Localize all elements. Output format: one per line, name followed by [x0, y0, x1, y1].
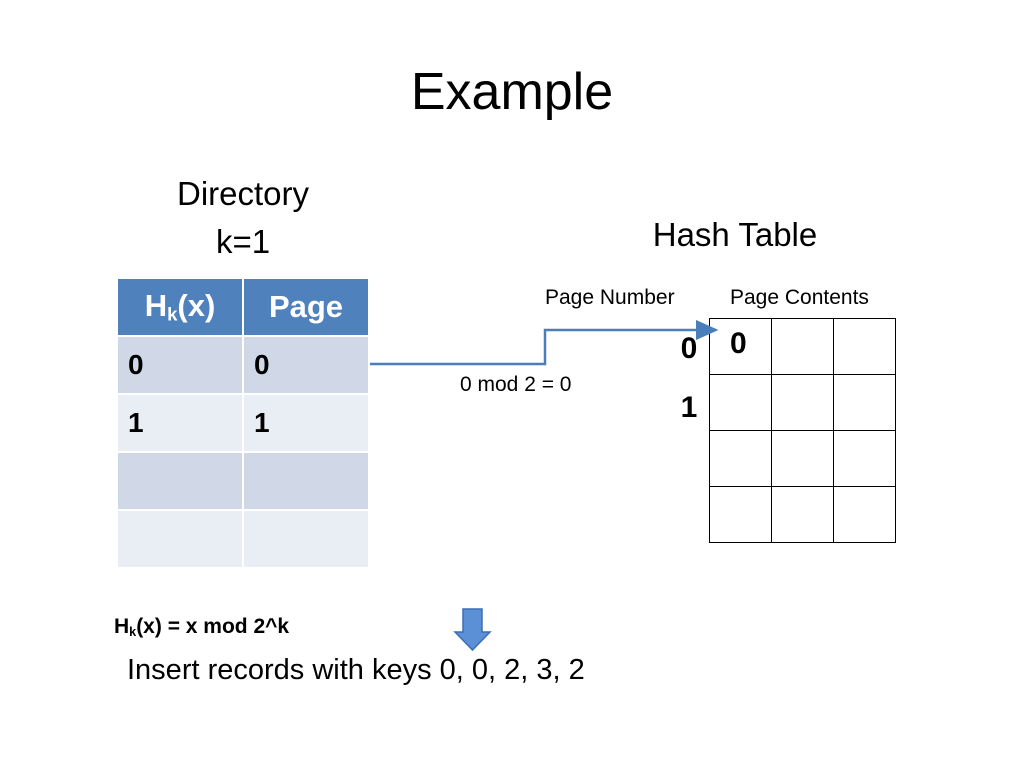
page-row: [709, 430, 896, 487]
table-row: 0 0: [116, 335, 370, 395]
page-number-label: Page Number: [545, 286, 675, 309]
page-row: 0: [709, 318, 896, 375]
page-cell: [242, 451, 370, 511]
page-column-header: Page: [242, 277, 370, 337]
hash-table-label: Hash Table: [652, 216, 818, 253]
directory-k-value: k=1: [215, 223, 271, 260]
table-row: [116, 451, 370, 511]
page-number-0: 0: [680, 332, 698, 365]
page-row: [709, 374, 896, 431]
page-cell: [771, 486, 834, 543]
slide-title: Example: [410, 63, 614, 121]
page-cell: [833, 430, 896, 487]
directory-label: Directory k=1: [143, 170, 343, 266]
hash-column-header: Hk(x): [116, 277, 244, 337]
insert-instruction: Insert records with keys 0, 0, 2, 3, 2: [127, 654, 585, 686]
page-row: [709, 486, 896, 543]
directory-header-row: Hk(x) Page: [116, 277, 370, 337]
mod-calculation-label: 0 mod 2 = 0: [460, 373, 572, 396]
page-cell: [833, 374, 896, 431]
hash-cell: 0: [116, 335, 244, 395]
hash-table-grid: 0: [709, 318, 896, 543]
directory-table: Hk(x) Page 0 0 1 1: [116, 277, 370, 569]
page-contents-label: Page Contents: [730, 286, 869, 309]
page-cell: [242, 509, 370, 569]
page-cell: [709, 374, 772, 431]
hash-cell: [116, 451, 244, 511]
page-cell: [833, 486, 896, 543]
pointer-arrow: [370, 320, 719, 366]
hash-formula: Hk(x) = x mod 2^k: [114, 615, 290, 640]
hash-cell: [116, 509, 244, 569]
page-cell: 0: [242, 335, 370, 395]
page-number-1: 1: [680, 391, 698, 424]
directory-title: Directory: [176, 175, 310, 212]
page-cell: [833, 318, 896, 375]
table-row: 1 1: [116, 393, 370, 453]
table-row: [116, 509, 370, 569]
page-cell: [771, 374, 834, 431]
hash-cell: 1: [116, 393, 244, 453]
down-arrow-icon: [453, 608, 492, 652]
page-cell: 0: [709, 318, 772, 375]
page-cell: 1: [242, 393, 370, 453]
